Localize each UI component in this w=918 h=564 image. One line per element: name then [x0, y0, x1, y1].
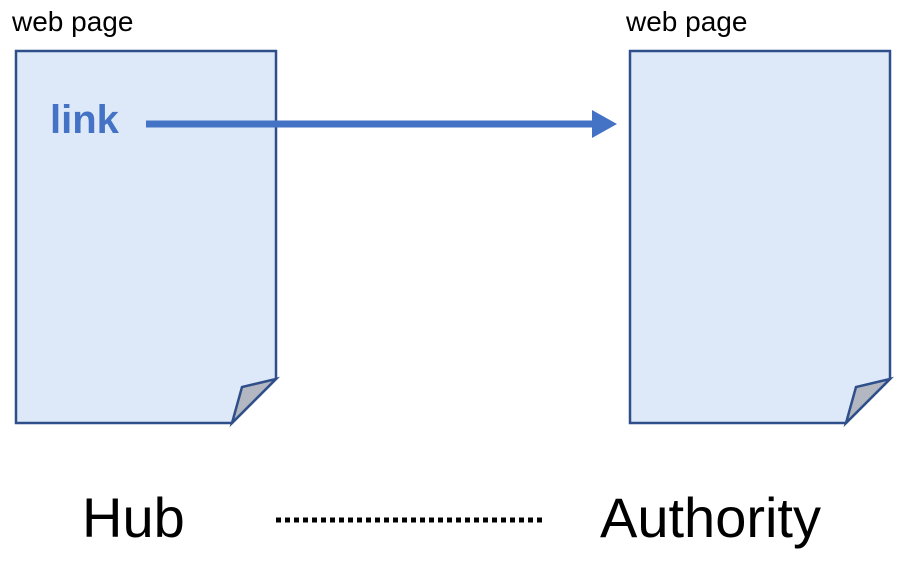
right-page-label: web page: [626, 6, 748, 37]
left-page-label: web page: [12, 6, 134, 37]
left-page-fold: [229, 376, 280, 428]
link-arrow: [146, 110, 617, 138]
right-page-body: [628, 49, 892, 425]
right-page-fold: [843, 376, 894, 428]
link-label: link: [50, 98, 119, 142]
hub-label: Hub: [82, 486, 185, 549]
authority-label: Authority: [600, 486, 821, 549]
left-page-document: [14, 49, 280, 428]
right-page-document: [628, 49, 894, 428]
link-arrow-head: [592, 110, 617, 138]
